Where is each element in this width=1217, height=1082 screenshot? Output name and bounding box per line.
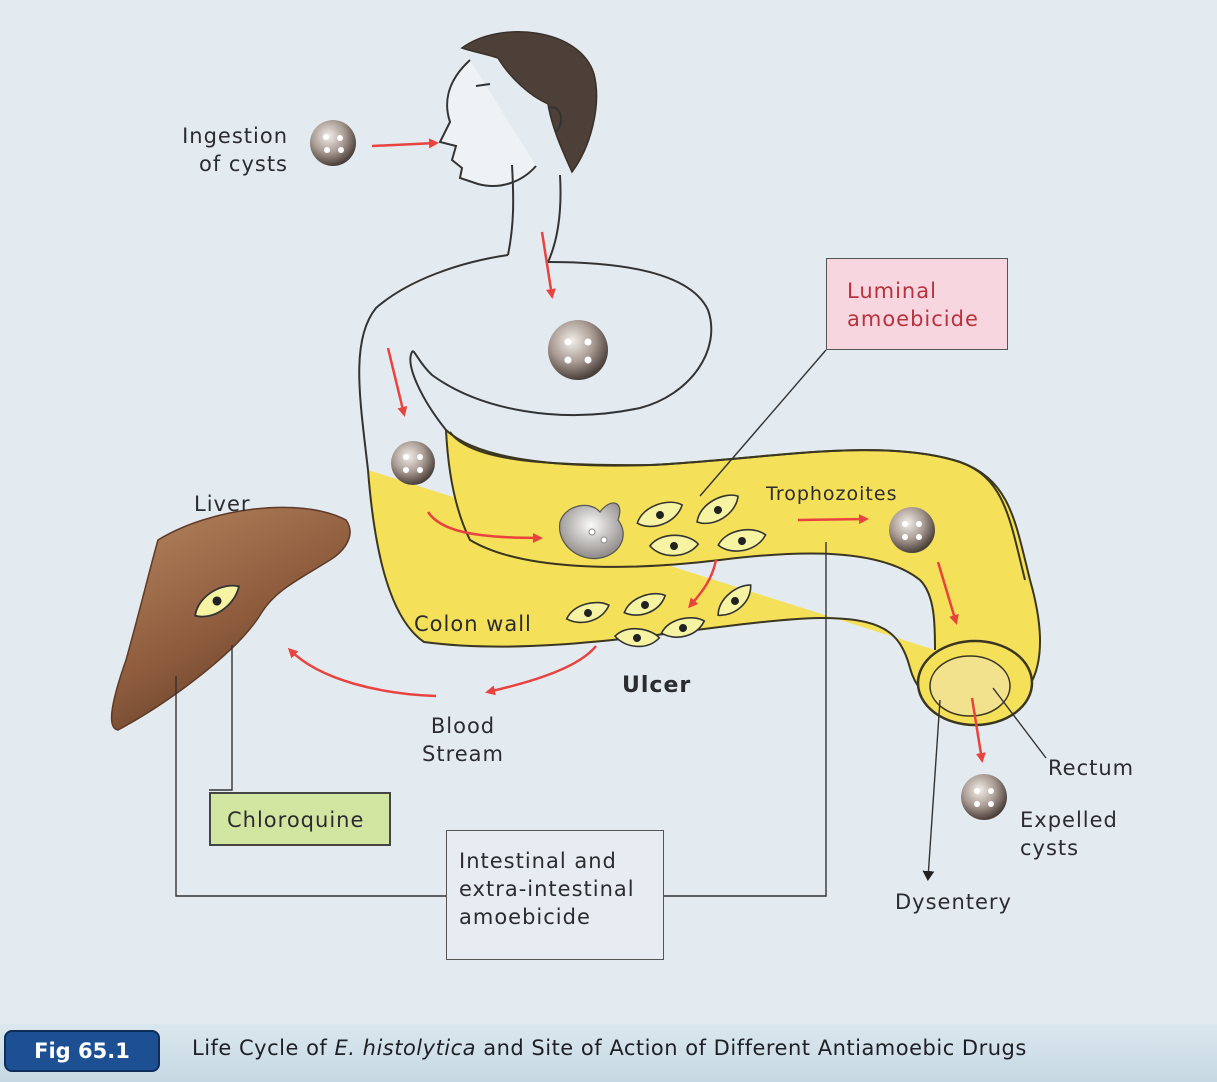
label-liver: Liver: [194, 492, 251, 516]
luminal-amoebicide-box: Luminal amoebicide: [826, 258, 1008, 350]
label-blood-stream: Blood Stream: [422, 714, 504, 766]
trophozoite-liver: [194, 584, 240, 618]
arrow-dysentery: [922, 699, 941, 881]
arrow-blood-liver: [287, 647, 437, 698]
caption-suffix: and Site of Action of Different Antiamoe…: [476, 1036, 1027, 1060]
label-ingestion-of-cysts: Ingestion of cysts: [182, 124, 288, 176]
cyst-intestine: [391, 441, 435, 485]
arrow-to-colon-cyst: [797, 514, 869, 525]
label-ulcer: Ulcer: [622, 673, 692, 698]
connector-chloroquine: [209, 645, 233, 791]
cyst-ingested: [310, 120, 356, 166]
intestinal-extra-intestinal-amoebicide-box: Intestinal and extra-intestinal amoebici…: [446, 830, 664, 960]
pointer-rectum: [992, 687, 1047, 759]
figure-number-badge: Fig 65.1: [4, 1030, 160, 1072]
label-colon-wall: Colon wall: [414, 612, 532, 636]
human-head: [438, 31, 598, 263]
arrow-excystation: [426, 511, 543, 543]
colon: [367, 429, 1041, 727]
arrow-to-rectum: [936, 561, 959, 625]
arrow-esophagus: [540, 231, 556, 299]
cyst-expelled: [961, 774, 1007, 820]
caption-prefix: Life Cycle of: [192, 1036, 335, 1060]
pointer-luminal: [699, 349, 827, 497]
trophozoites-lumen: [636, 494, 767, 557]
liver: [110, 506, 351, 731]
flow-arrows: [287, 138, 986, 763]
arrow-stomach-out: [386, 347, 408, 417]
label-expelled-cysts: Expelled cysts: [1020, 808, 1118, 860]
arrow-expel: [970, 697, 986, 763]
chloroquine-box: Chloroquine: [209, 792, 391, 846]
caption-bar: [0, 1024, 1217, 1082]
connector-intestinal-right: [664, 542, 827, 897]
connector-intestinal-left: [175, 676, 446, 897]
pointer-lines: [175, 349, 1047, 897]
excysting-amoeba: [559, 502, 624, 560]
label-trophozoites: Trophozoites: [766, 483, 898, 505]
label-dysentery: Dysentery: [895, 890, 1012, 914]
label-rectum: Rectum: [1048, 756, 1135, 780]
stomach-outline: [358, 254, 713, 471]
arrow-invasion: [688, 559, 718, 609]
figure-caption: Life Cycle of E. histolytica and Site of…: [192, 1036, 1027, 1060]
arrow-ingestion: [371, 138, 439, 149]
arrow-ulcer-blood: [485, 645, 597, 696]
cyst-stomach: [548, 320, 608, 380]
caption-species: E. histolytica: [334, 1036, 477, 1060]
trophozoites-colon-wall: [565, 584, 752, 648]
cyst-colon: [889, 507, 935, 553]
